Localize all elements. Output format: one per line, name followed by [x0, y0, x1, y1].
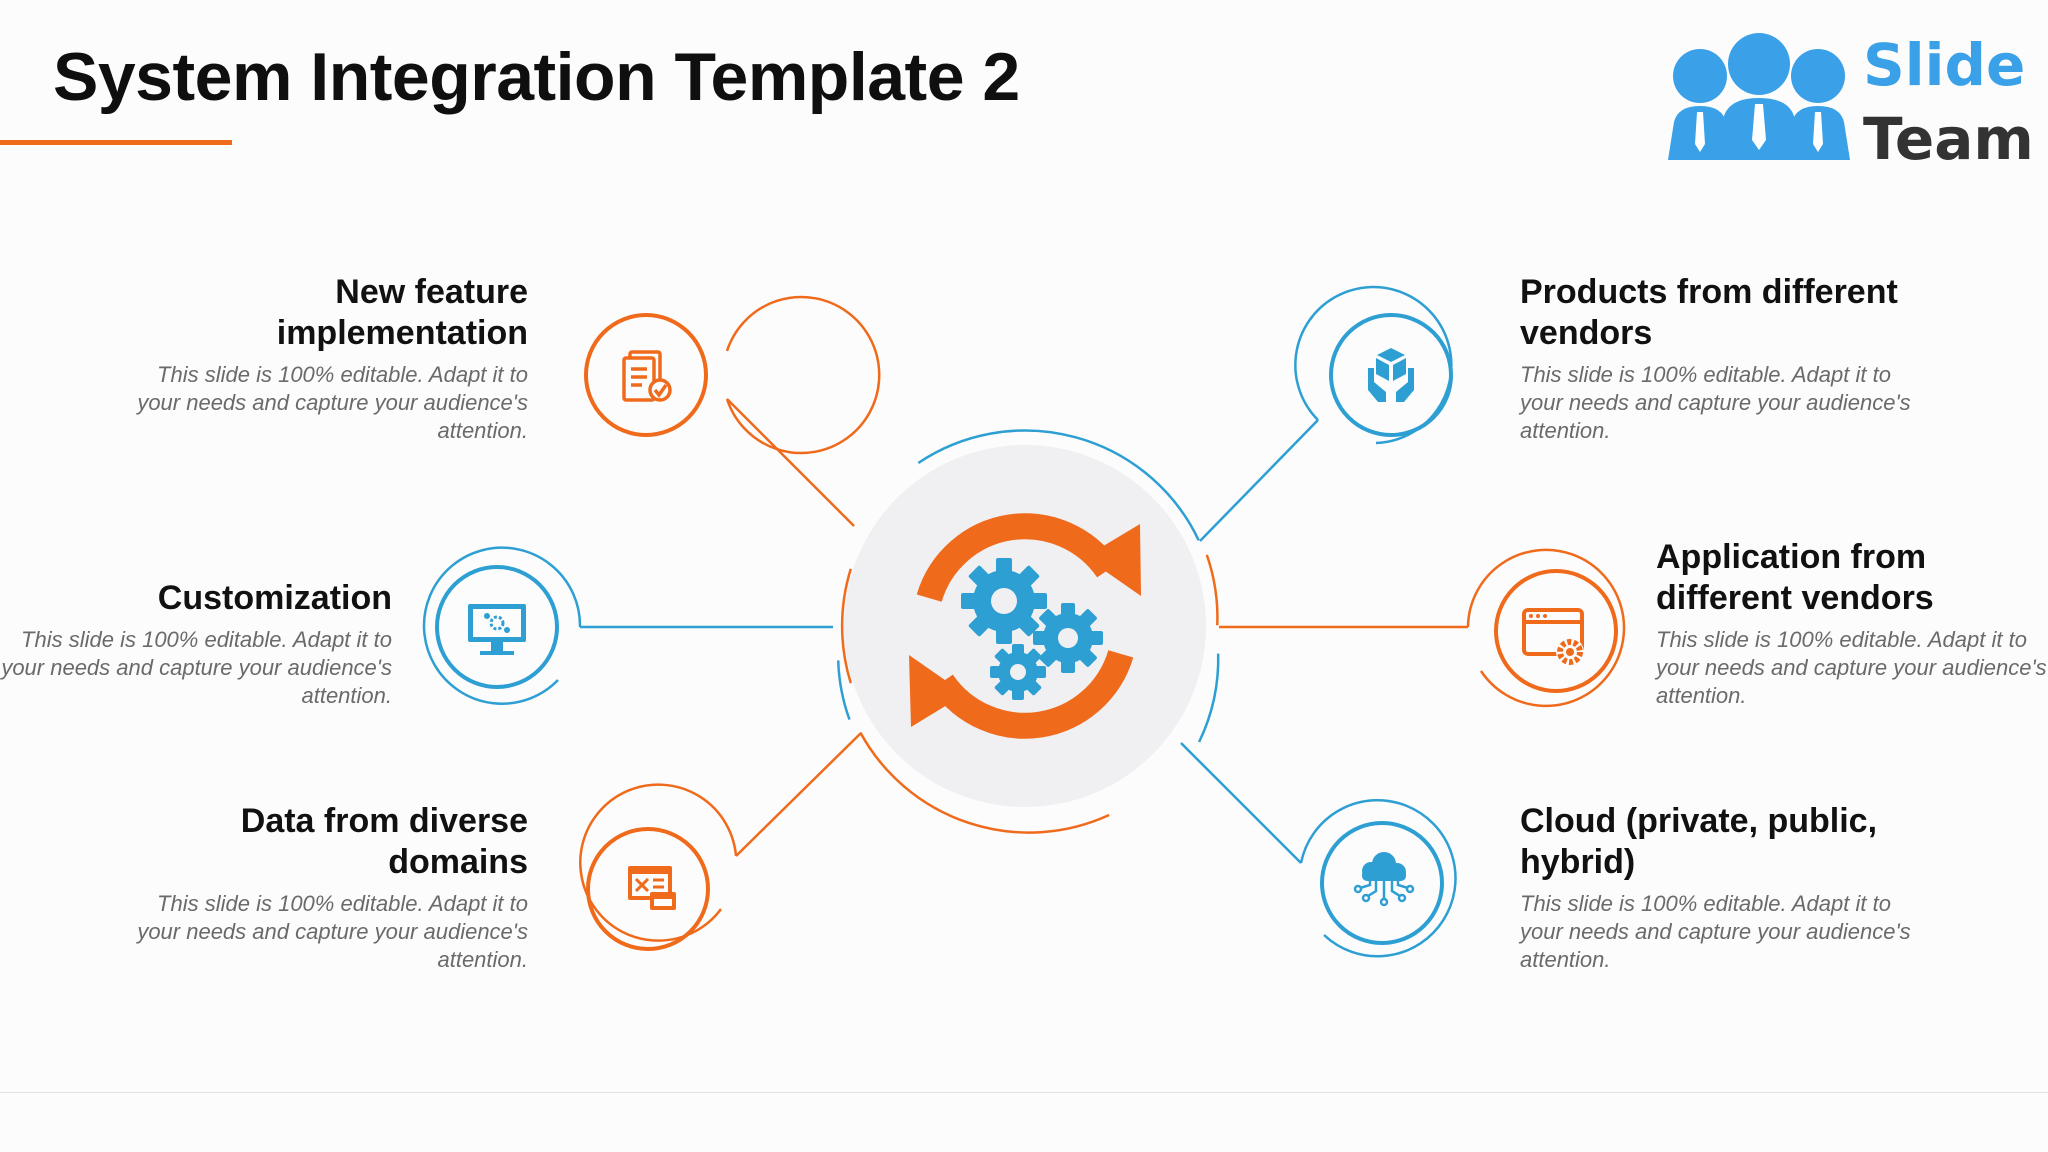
title-underline	[0, 140, 232, 145]
sync-gears-icon	[909, 513, 1141, 739]
node-products	[1294, 285, 1453, 445]
data-windows-icon	[628, 866, 676, 910]
logo-word-slide: Slide	[1863, 31, 2026, 99]
item-description: This slide is 100% editable. Adapt it to…	[137, 362, 528, 443]
item-application: Application from different vendors This …	[1656, 537, 2048, 710]
connector-products	[1199, 419, 1319, 542]
item-description: This slide is 100% editable. Adapt it to…	[1520, 891, 1911, 972]
outer-arc-orange-bottom	[859, 731, 1110, 834]
item-description: This slide is 100% editable. Adapt it to…	[1656, 627, 2047, 708]
node-cloud	[1299, 799, 1457, 958]
slideteam-logo: Slide Team	[1660, 28, 2034, 178]
hands-box-icon	[1368, 348, 1414, 402]
item-heading: Customization	[157, 579, 392, 617]
document-check-icon	[622, 350, 672, 402]
item-heading: Application from different vendors	[1656, 538, 1934, 617]
app-window-gear-icon	[1522, 608, 1584, 666]
team-people-icon	[1668, 33, 1850, 160]
logo-word-team: Team	[1863, 105, 2034, 173]
node-customization	[422, 546, 582, 705]
connector-new-feature	[726, 398, 855, 527]
outer-arc-orange-left	[840, 568, 852, 684]
item-description: This slide is 100% editable. Adapt it to…	[1, 627, 392, 708]
connector-cloud	[1180, 742, 1302, 864]
outer-arc-blue-left	[836, 660, 851, 721]
footer-divider	[0, 1092, 2048, 1093]
item-description: This slide is 100% editable. Adapt it to…	[1520, 362, 1911, 443]
node-application	[1466, 548, 1626, 708]
node-data-domains	[579, 783, 738, 951]
node-new-feature	[584, 295, 881, 455]
cloud-network-icon	[1353, 852, 1415, 907]
outer-arc-blue-right	[1197, 653, 1220, 743]
outer-arc-orange-right	[1205, 554, 1219, 626]
item-cloud: Cloud (private, public, hybrid) This sli…	[1520, 801, 1920, 974]
item-heading: Data from diverse domains	[240, 802, 528, 881]
item-data-domains: Data from diverse domains This slide is …	[128, 801, 528, 974]
item-customization: Customization This slide is 100% editabl…	[0, 578, 392, 710]
item-heading: Products from different vendors	[1520, 273, 1898, 352]
item-new-feature: New feature implementation This slide is…	[128, 272, 528, 445]
connector-data-domains	[735, 732, 862, 857]
monitor-settings-icon	[468, 604, 526, 655]
item-products: Products from different vendors This sli…	[1520, 272, 1920, 445]
item-description: This slide is 100% editable. Adapt it to…	[137, 891, 528, 972]
outer-arc-blue-top	[917, 429, 1200, 541]
item-heading: Cloud (private, public, hybrid)	[1520, 802, 1878, 881]
item-heading: New feature implementation	[276, 273, 528, 352]
page-title: System Integration Template 2	[53, 39, 1020, 115]
